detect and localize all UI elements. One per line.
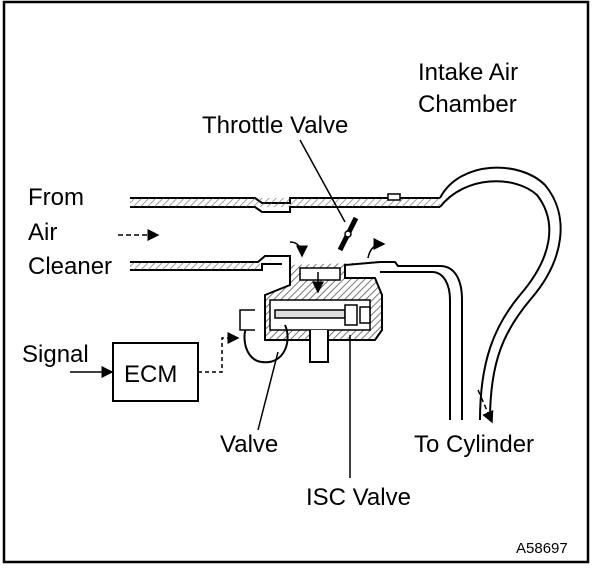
throttle-valve-label: Throttle Valve: [202, 112, 348, 139]
ecm-box: [112, 342, 199, 402]
figure-frame: [2, 0, 590, 564]
intake-air-chamber-label-2: Chamber: [418, 91, 517, 118]
throttle-valve-plate: [337, 216, 359, 252]
valve-label: Valve: [220, 431, 278, 458]
isc-valve-housing: [239, 261, 383, 364]
intake-air-chamber: [439, 166, 562, 421]
ecm-label: ECM: [124, 361, 177, 388]
isc-valve-label: ISC Valve: [306, 484, 411, 511]
intake-pipe-upper-wall: [130, 193, 440, 213]
leader-lines: [70, 139, 351, 478]
air-flow-arrows: [118, 229, 494, 424]
figure-code: A58697: [516, 540, 568, 557]
intake-air-chamber-label-1: Intake Air: [418, 59, 518, 86]
air-label: Air: [28, 219, 57, 246]
cleaner-label: Cleaner: [28, 253, 112, 280]
to-cylinder-label: To Cylinder: [414, 431, 534, 458]
intake-pipe-lower-wall: [130, 255, 463, 420]
signal-label: Signal: [22, 341, 89, 368]
from-label: From: [28, 184, 84, 211]
